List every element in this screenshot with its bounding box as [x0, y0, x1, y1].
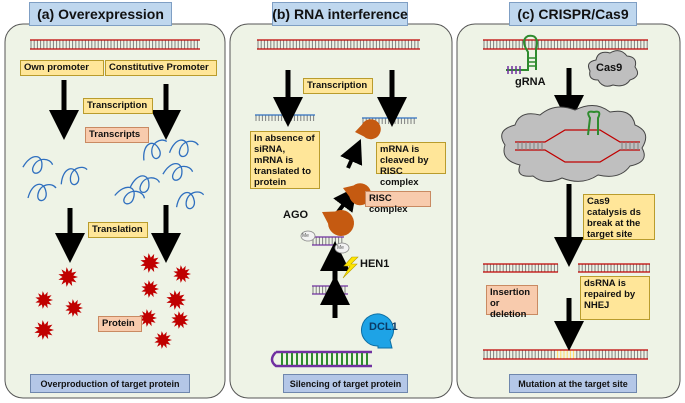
- me-circle-left: [300, 230, 316, 242]
- mrna-cleaved-note: mRNA is cleaved by RISC complex: [376, 142, 446, 188]
- arrow-b-diag-1: [333, 186, 358, 214]
- protein-label: Protein: [98, 316, 142, 332]
- transcript-loop-5: [162, 163, 194, 181]
- dna-strand-b: [257, 39, 420, 50]
- transcript-loop-7: [175, 191, 205, 210]
- me-label-left: Me: [302, 233, 309, 239]
- hairpin-rna: [270, 350, 372, 368]
- transcript-loop-9: [168, 139, 199, 158]
- protein-star-5: [140, 253, 160, 273]
- protein-star-11: [154, 331, 172, 349]
- ago-label: AGO: [283, 209, 309, 221]
- overexpression-arrows: [49, 80, 181, 263]
- rnai-arrows: [273, 70, 407, 318]
- panel-c-title: (c) CRISPR/Cas9: [509, 2, 637, 26]
- transcript-loop-2: [60, 166, 88, 186]
- constitutive-promoter-label: Constitutive Promoter: [105, 60, 217, 76]
- transcription-label-a: Transcription: [83, 98, 153, 114]
- me-label-right: Me: [337, 245, 344, 251]
- protein-star-3: [65, 299, 83, 317]
- proteins-group: [34, 253, 191, 349]
- protein-star-9: [139, 309, 157, 327]
- panel-b-title: (b) RNA interference: [272, 2, 408, 26]
- panel-a-title: (a) Overexpression: [29, 2, 172, 26]
- transcript-loop-4: [143, 139, 168, 161]
- dna-strand-a: [30, 39, 200, 50]
- footer-mutation: Mutation at the target site: [509, 374, 637, 393]
- translation-label: Translation: [88, 222, 148, 238]
- dna-strand-c: [483, 39, 648, 50]
- cas9-complex-dna: [515, 110, 640, 163]
- panel-overexpression-bg: [4, 23, 226, 399]
- ago-protein-bottom: [322, 209, 355, 236]
- transcript-loop-3: [27, 183, 57, 202]
- me-circle-right: [334, 242, 350, 254]
- protein-star-4: [34, 320, 54, 340]
- dna-cut-right: [578, 263, 650, 273]
- transcript-loop-1: [22, 156, 54, 174]
- lightning-icon: [342, 256, 359, 279]
- ago-protein-middle: [343, 183, 372, 206]
- transcripts-group: [22, 139, 205, 210]
- footer-silencing: Silencing of target protein: [283, 374, 408, 393]
- protein-star-1: [58, 267, 78, 287]
- grna-label: gRNA: [515, 76, 546, 88]
- protein-star-10: [171, 311, 189, 329]
- dcl1-enzyme: [361, 313, 394, 349]
- protein-star-8: [166, 290, 186, 310]
- grna-structure: [506, 34, 538, 74]
- protein-star-7: [141, 280, 159, 298]
- protein-star-2: [35, 291, 53, 309]
- dsrna-repaired-note: dsRNA is repaired by NHEJ: [580, 276, 650, 320]
- footer-overproduction: Overproduction of target protein: [30, 374, 190, 393]
- arrow-b-diag-2: [340, 139, 363, 169]
- protein-star-6: [173, 265, 191, 283]
- transcription-label-b: Transcription: [303, 78, 373, 94]
- cas9-complex-cloud: [501, 105, 647, 182]
- insertion-deletion-label: Insertion or deletion: [486, 285, 538, 320]
- ago-protein-top: [355, 119, 381, 140]
- cas9-cloud: [588, 50, 639, 87]
- risc-complex-label: RISC complex: [365, 191, 431, 215]
- transcripts-label: Transcripts: [85, 127, 149, 143]
- dcl1-label: DCL1: [369, 321, 398, 333]
- absence-of-sirna-note: In absence of siRNA, mRNA is translated …: [250, 131, 320, 189]
- own-promoter-label: Own promoter: [20, 60, 104, 76]
- cas9-label: Cas9: [596, 62, 623, 74]
- hen1-label: HEN1: [360, 258, 390, 270]
- cas9-catalysis-note: Cas9 catalysis ds break at the target si…: [583, 194, 655, 240]
- transcript-loop-6: [129, 175, 161, 194]
- transcript-loop-8: [114, 186, 146, 205]
